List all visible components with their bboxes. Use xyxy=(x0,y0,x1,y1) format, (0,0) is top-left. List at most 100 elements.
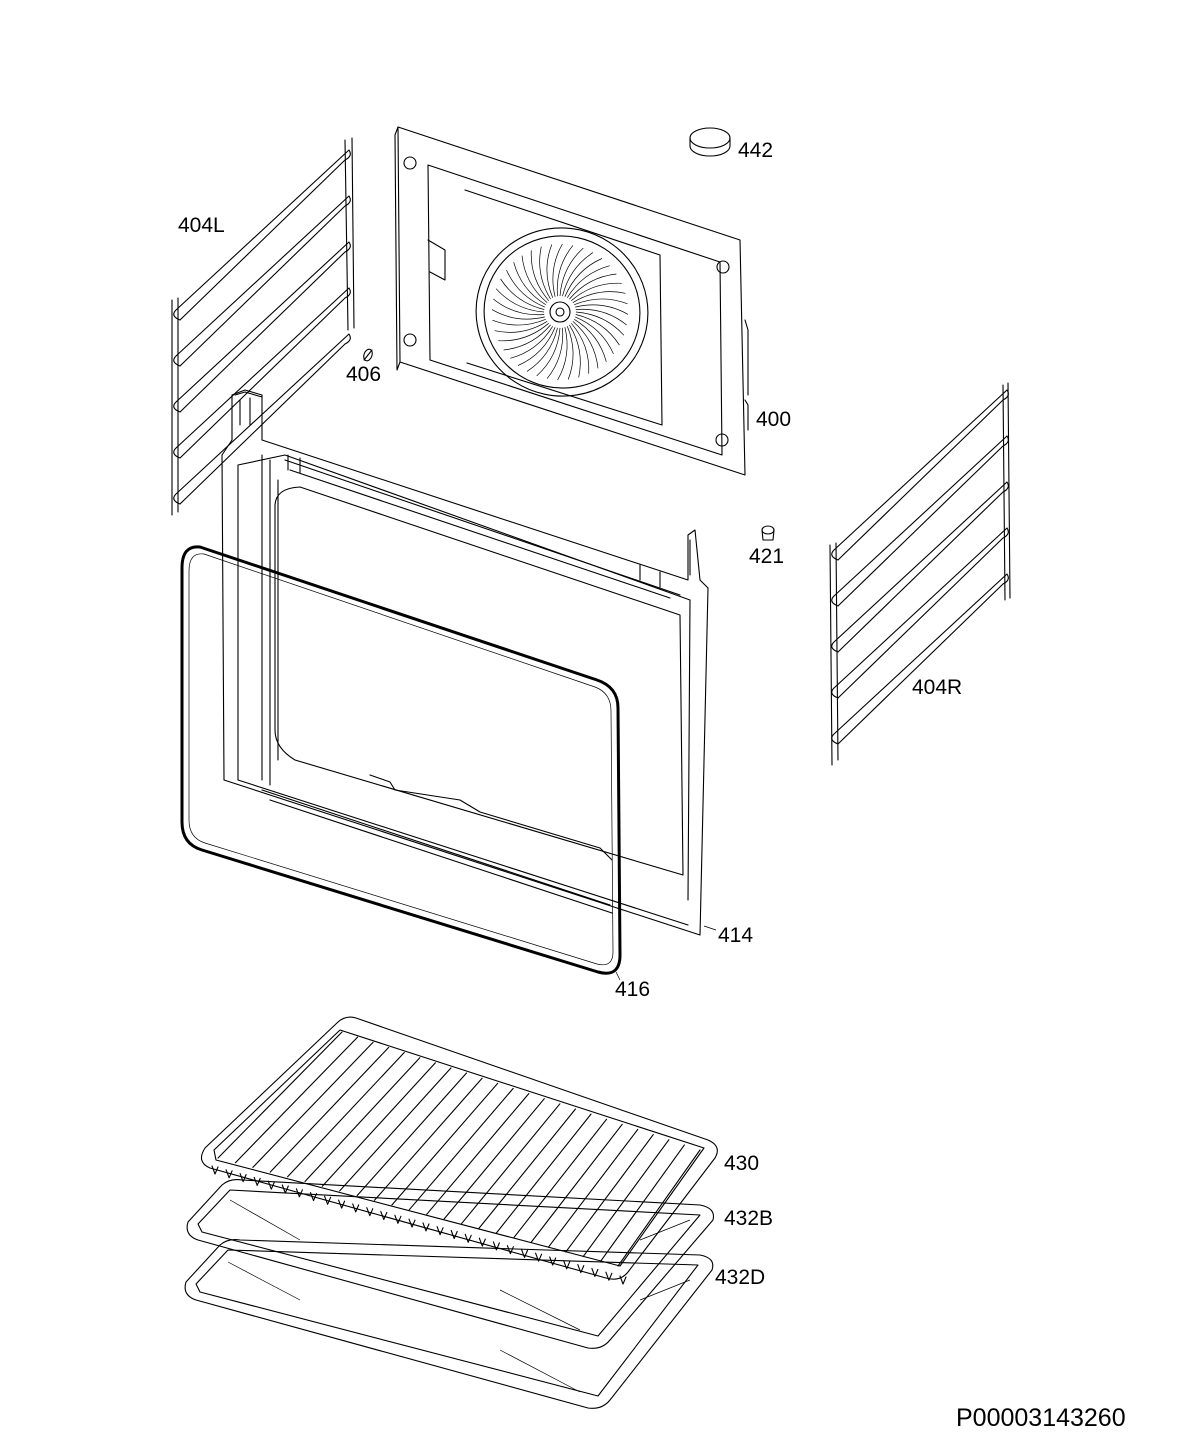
fan-slot xyxy=(521,255,548,303)
fan-slot xyxy=(498,323,549,342)
grid-tooth xyxy=(324,1195,332,1205)
fan-slot xyxy=(571,282,622,301)
grid-bar xyxy=(321,1062,436,1187)
shelf-rail xyxy=(173,333,351,505)
grid-bar xyxy=(530,1123,623,1244)
part-400-back-panel xyxy=(394,126,749,476)
grid-tooth xyxy=(563,1260,571,1270)
grid-tooth xyxy=(338,1199,346,1209)
grid-bar xyxy=(495,1113,592,1234)
fan-slot xyxy=(526,327,558,372)
part-442-cap xyxy=(689,127,731,157)
shelf-rail xyxy=(831,389,1009,561)
fan-slot xyxy=(566,326,574,380)
part-421-screw xyxy=(761,525,775,541)
grid-tooth xyxy=(450,1229,458,1240)
label-442: 442 xyxy=(738,139,774,162)
label-406: 406 xyxy=(346,363,382,386)
shelf-rail xyxy=(831,481,1009,653)
label-416: 416 xyxy=(615,978,651,1001)
fan-slot xyxy=(503,324,551,351)
shelf-rail xyxy=(173,195,351,367)
grid-bar xyxy=(617,1149,701,1267)
grid-bar xyxy=(426,1093,530,1215)
grid-tooth xyxy=(464,1233,472,1243)
grid-tooth xyxy=(591,1267,599,1277)
fan-slot xyxy=(513,262,546,305)
label-400: 400 xyxy=(756,408,792,431)
grid-bar xyxy=(443,1098,545,1220)
grid-bar xyxy=(391,1082,499,1206)
fan-slot xyxy=(552,243,563,297)
grid-tooth xyxy=(380,1210,388,1221)
grid-tooth xyxy=(520,1248,529,1258)
fan-slot xyxy=(559,247,584,297)
part-404L-shelf-support xyxy=(171,137,355,516)
fan-slot xyxy=(572,321,599,369)
grid-tooth xyxy=(295,1188,303,1198)
grid-bar xyxy=(217,1031,343,1159)
grid-tooth xyxy=(394,1214,402,1224)
grid-tooth xyxy=(211,1165,219,1175)
fan-slot xyxy=(562,252,594,297)
leader-lines xyxy=(615,925,717,981)
grid-bar xyxy=(547,1128,639,1248)
fan-slot xyxy=(517,327,556,366)
grid-tooth xyxy=(366,1207,374,1217)
fan-slot xyxy=(506,269,545,308)
grid-bar xyxy=(460,1103,561,1225)
part-432B-tray xyxy=(186,1179,715,1349)
fan-slot xyxy=(564,258,603,297)
grid-tooth xyxy=(478,1237,486,1247)
grid-bar xyxy=(373,1077,483,1201)
grid-bar xyxy=(582,1139,670,1258)
shelf-rail xyxy=(173,149,351,321)
grid-bar xyxy=(269,1046,390,1173)
fan-slot xyxy=(574,298,628,306)
grid-tooth xyxy=(535,1252,543,1262)
fan-slot xyxy=(575,311,625,336)
grid-bar xyxy=(408,1087,514,1211)
shelf-rail xyxy=(173,287,351,459)
part-416-door-seal xyxy=(180,545,622,975)
label-421: 421 xyxy=(749,545,785,568)
part-406-clip xyxy=(363,348,373,362)
grid-bar xyxy=(513,1118,608,1239)
grid-tooth xyxy=(605,1271,613,1281)
part-430-grid-shelf xyxy=(200,1016,718,1285)
fan-slot xyxy=(500,278,545,310)
fan-slot xyxy=(569,273,617,300)
fan-slot xyxy=(567,265,610,298)
grid-tooth xyxy=(408,1218,416,1228)
fan-slot xyxy=(575,314,620,346)
part-404R-shelf-support xyxy=(829,382,1011,766)
fan-slot xyxy=(575,316,614,355)
grid-bar xyxy=(252,1041,374,1168)
fan-slot xyxy=(495,288,545,313)
grid-tooth xyxy=(492,1241,500,1251)
grid-tooth xyxy=(239,1173,247,1183)
label-432B: 432B xyxy=(724,1207,774,1230)
shelf-rail xyxy=(831,435,1009,607)
grid-tooth xyxy=(309,1192,318,1202)
fan-slot xyxy=(546,244,554,298)
grid-bar xyxy=(234,1036,359,1164)
fan-slot xyxy=(575,308,627,326)
fan-slot xyxy=(569,324,581,378)
shelf-rail xyxy=(831,573,1009,745)
grid-tooth xyxy=(225,1169,233,1179)
grid-bar xyxy=(478,1108,577,1229)
fan-slot xyxy=(556,245,574,297)
grid-bar xyxy=(356,1072,468,1197)
label-404L: 404L xyxy=(178,214,225,237)
fan-slot xyxy=(492,318,546,326)
fan-slot xyxy=(494,321,548,333)
grid-tooth xyxy=(436,1226,444,1236)
fan-slot xyxy=(491,309,545,320)
grid-bar xyxy=(304,1057,421,1183)
fan-slot xyxy=(510,326,553,359)
shelf-rail xyxy=(173,241,351,413)
fan-slot xyxy=(546,327,564,379)
grid-tooth xyxy=(422,1222,430,1232)
